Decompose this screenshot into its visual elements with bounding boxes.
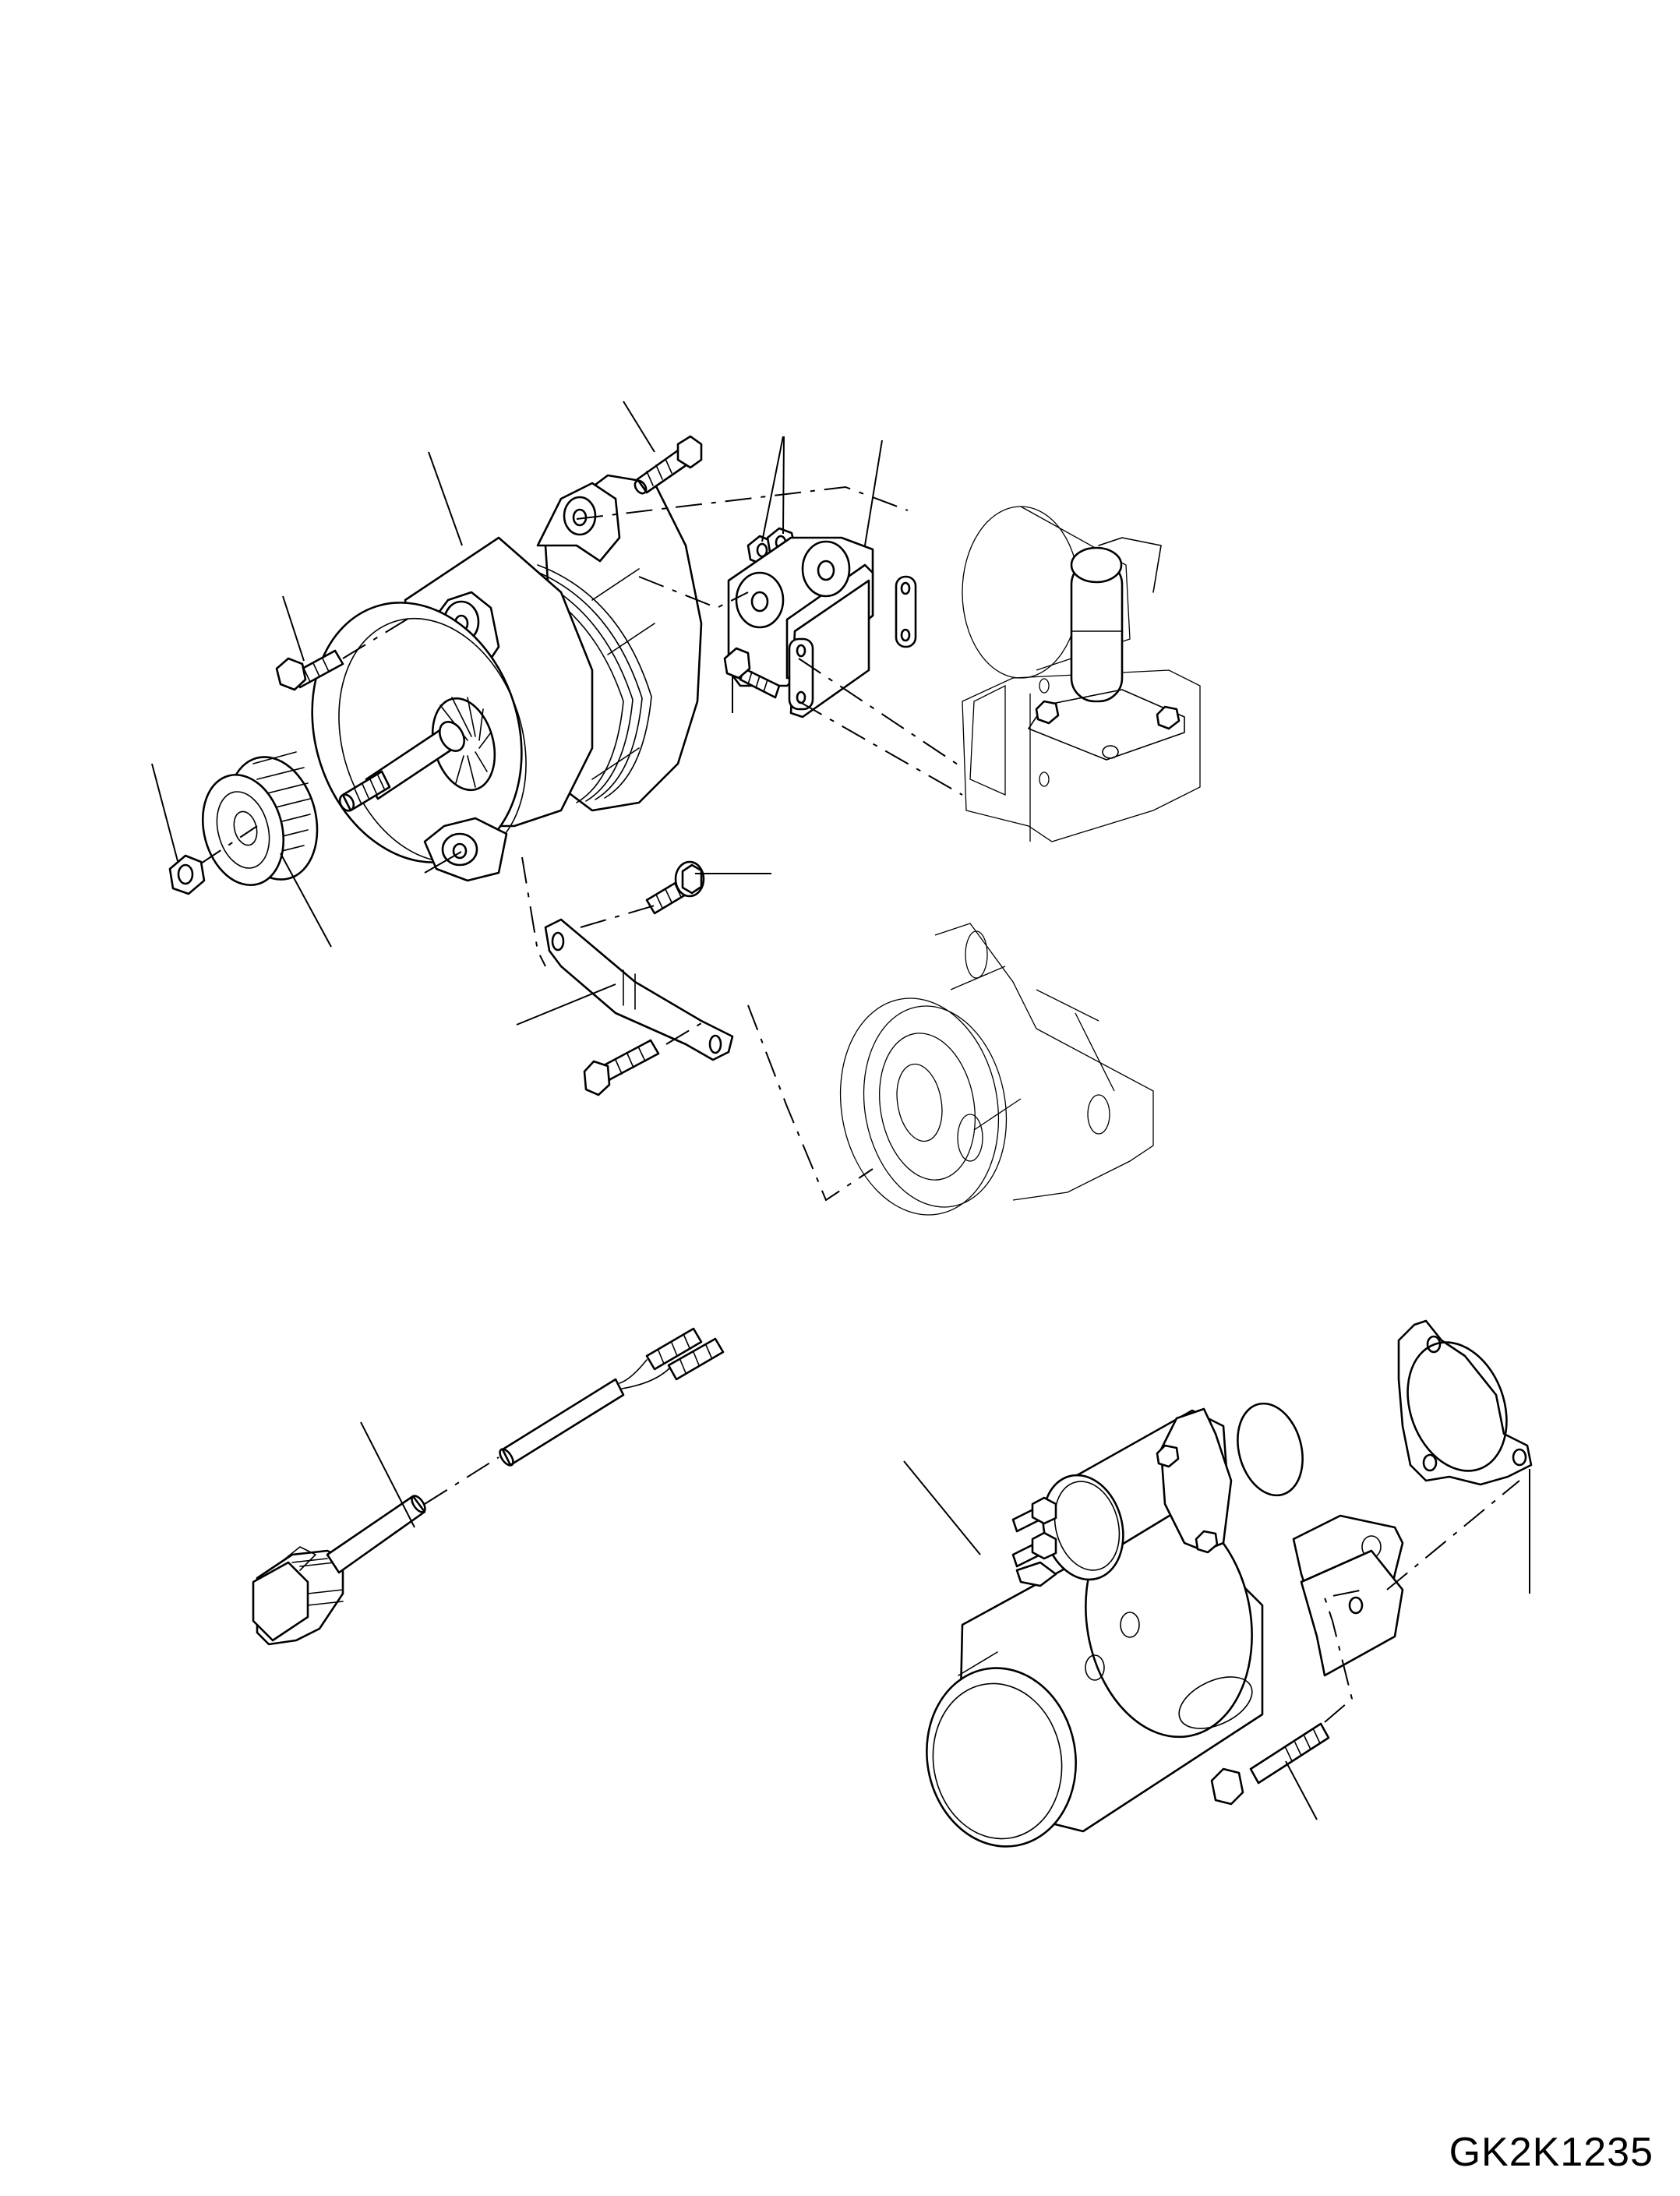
alternator-bracket <box>727 536 917 718</box>
alternator <box>311 474 703 882</box>
alternator-mount-bolt-upper <box>634 435 703 495</box>
bracket-bolt <box>723 647 781 699</box>
leader-nut-a <box>761 436 784 542</box>
leader-wiring-harness <box>360 1421 415 1528</box>
arm-bolt-upper <box>645 860 705 915</box>
starter-bolt <box>1210 1722 1330 1806</box>
starter-motor <box>926 1402 1404 1848</box>
alternator-pulley <box>201 751 319 887</box>
leader-alternator <box>428 451 463 546</box>
leader-adjuster-arm <box>516 983 616 1026</box>
starter-gasket <box>1397 1319 1533 1486</box>
wiring-harness <box>252 1327 725 1646</box>
leader-nut-b <box>782 436 785 535</box>
water-pump-ref <box>839 923 1154 1216</box>
pulley-nut <box>168 854 206 895</box>
leader-lower-ear <box>424 851 462 874</box>
arm-bolt-lower <box>583 1039 660 1096</box>
adjuster-arm <box>544 918 734 1061</box>
leader-starter-motor <box>903 1460 981 1555</box>
alternator-mount-bolt-side <box>275 649 344 691</box>
pump-assembly <box>962 506 1201 842</box>
leader-pulley <box>280 853 332 948</box>
leader-upper-bolt <box>623 401 655 453</box>
drawing-code: GK2K1235 <box>1449 2130 1654 2175</box>
leader-nut <box>151 763 178 862</box>
leader-bracket <box>864 440 883 546</box>
leader-side-bolt <box>282 595 305 662</box>
leader-starter-bolt <box>1285 1760 1318 1820</box>
